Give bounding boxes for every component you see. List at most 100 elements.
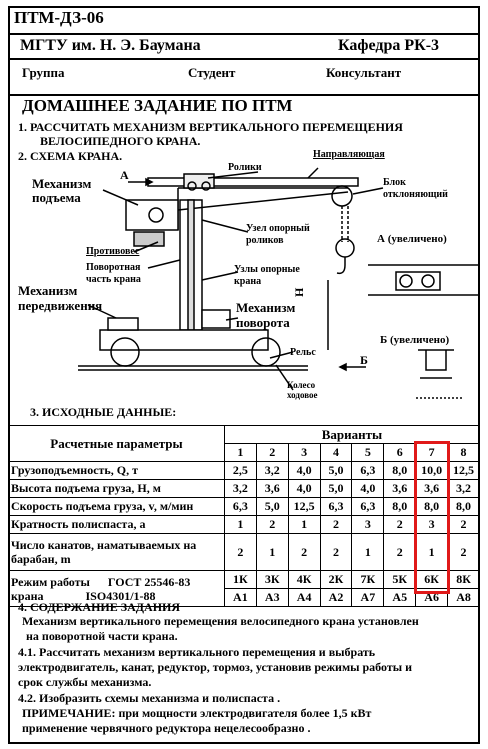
iso-cell: А8 [447,588,480,607]
student-label: Студент [188,65,236,80]
page-frame [8,6,480,744]
task-1: 1. РАССЧИТАТЬ МЕХАНИЗМ ВЕРТИКАЛЬНОГО ПЕР… [18,120,403,134]
row-label: Высота подъема груза, Н, м [8,479,225,498]
university-name: МГТУ им. Н. Э. Баумана [20,37,201,54]
section-4-note-a: ПРИМЕЧАНИЕ: при мощности электродвигател… [22,706,372,720]
gost-cell: 5К [383,570,417,589]
section-4-p1a: Механизм вертикального перемещения велос… [22,614,419,628]
label-H: Н [292,287,306,297]
iso-cell: А2 [319,588,353,607]
table-cell: 3,2 [255,461,289,480]
iso-cell: А1 [223,588,257,607]
table-cell: 4,0 [287,461,321,480]
table-cell: 6,3 [351,497,385,516]
table-cell: 4,0 [351,479,385,498]
table-cell: 5,0 [319,479,353,498]
table-cell: 5,0 [255,497,289,516]
gost-cell: 8К [447,570,480,589]
table-cell: 12,5 [447,461,480,480]
arrow-A-label: А [120,168,129,182]
row-label: Скорость подъема груза, v, м/мин [8,497,225,516]
gost-cell: 2К [319,570,353,589]
view-A-label: А (увеличено) [377,233,447,245]
variant-number: 1 [223,443,257,462]
counterweight-label: Противовес [86,246,140,257]
guide-label: Направляющая [313,149,385,160]
selected-variant-highlight [414,441,450,594]
gost-cell: 1К [223,570,257,589]
table-cell: 3 [351,515,385,534]
section-4-p1b: на поворотной части крана. [26,629,178,643]
param-header: Расчетные параметры [8,425,225,462]
section-4-title: 4. СОДЕРЖАНИЕ ЗАДАНИЯ [18,600,181,614]
table-cell: 3,2 [447,479,480,498]
variant-number: 6 [383,443,417,462]
row-label: Кратность полиспаста, a [8,515,225,534]
table-cell: 2,5 [223,461,257,480]
table-cell: 2 [255,515,289,534]
gost-cell: 4К [287,570,321,589]
table-cell: 2 [287,533,321,571]
rollers-label: Ролики [228,162,262,173]
table-cell: 1 [287,515,321,534]
table-cell: 8,0 [447,497,480,516]
table-cell: 5,0 [319,461,353,480]
table-cell: 2 [319,515,353,534]
table-cell: 6,3 [319,497,353,516]
table-cell: 8,0 [383,497,417,516]
table-cell: 3,6 [415,479,449,498]
table-cell: 2 [319,533,353,571]
section-4-p2c: срок службы механизма. [18,675,152,689]
table-cell: 1 [351,533,385,571]
section-3-title: 3. ИСХОДНЫЕ ДАННЫЕ: [30,405,177,419]
section-4-p2a: 4.1. Рассчитать механизм вертикального п… [18,645,376,659]
group-label: Группа [22,65,65,80]
variant-number: 3 [287,443,321,462]
table-cell: 2 [447,533,480,571]
section-4-p3: 4.2. Изобразить схемы механизма и полисп… [18,691,281,705]
table-cell: 6,3 [223,497,257,516]
variant-number: 4 [319,443,353,462]
row-label: Грузоподъемность, Q, т [8,461,225,480]
variant-number: 5 [351,443,385,462]
view-B-label: Б (увеличено) [380,334,450,346]
crane-diagram: Н [78,167,480,399]
gost-cell: 7К [351,570,385,589]
table-cell: 3,2 [223,479,257,498]
table-cell: 2 [223,533,257,571]
table-cell: 3,6 [383,479,417,498]
variant-number: 8 [447,443,480,462]
table-cell: 2 [383,515,417,534]
rail-label: Рельс [290,347,316,358]
variant-number: 2 [255,443,289,462]
table-cell: 2 [383,533,417,571]
table-cell: 2 [447,515,480,534]
iso-cell: А4 [287,588,321,607]
table-cell: 1 [255,533,289,571]
iso-cell: А3 [255,588,289,607]
arrow-B-label: Б [360,353,368,367]
table-cell: 12,5 [287,497,321,516]
page-title: ДОМАШНЕЕ ЗАДАНИЕ ПО ПТМ [22,96,293,115]
iso-cell: А5 [383,588,417,607]
section-4-p2b: электродвигатель, канат, редуктор, тормо… [18,660,413,674]
doc-code: ПТМ-ДЗ-06 [14,8,104,27]
task-1-cont: ВЕЛОСИПЕДНОГО КРАНА. [40,134,201,148]
table-cell: 6,3 [351,461,385,480]
